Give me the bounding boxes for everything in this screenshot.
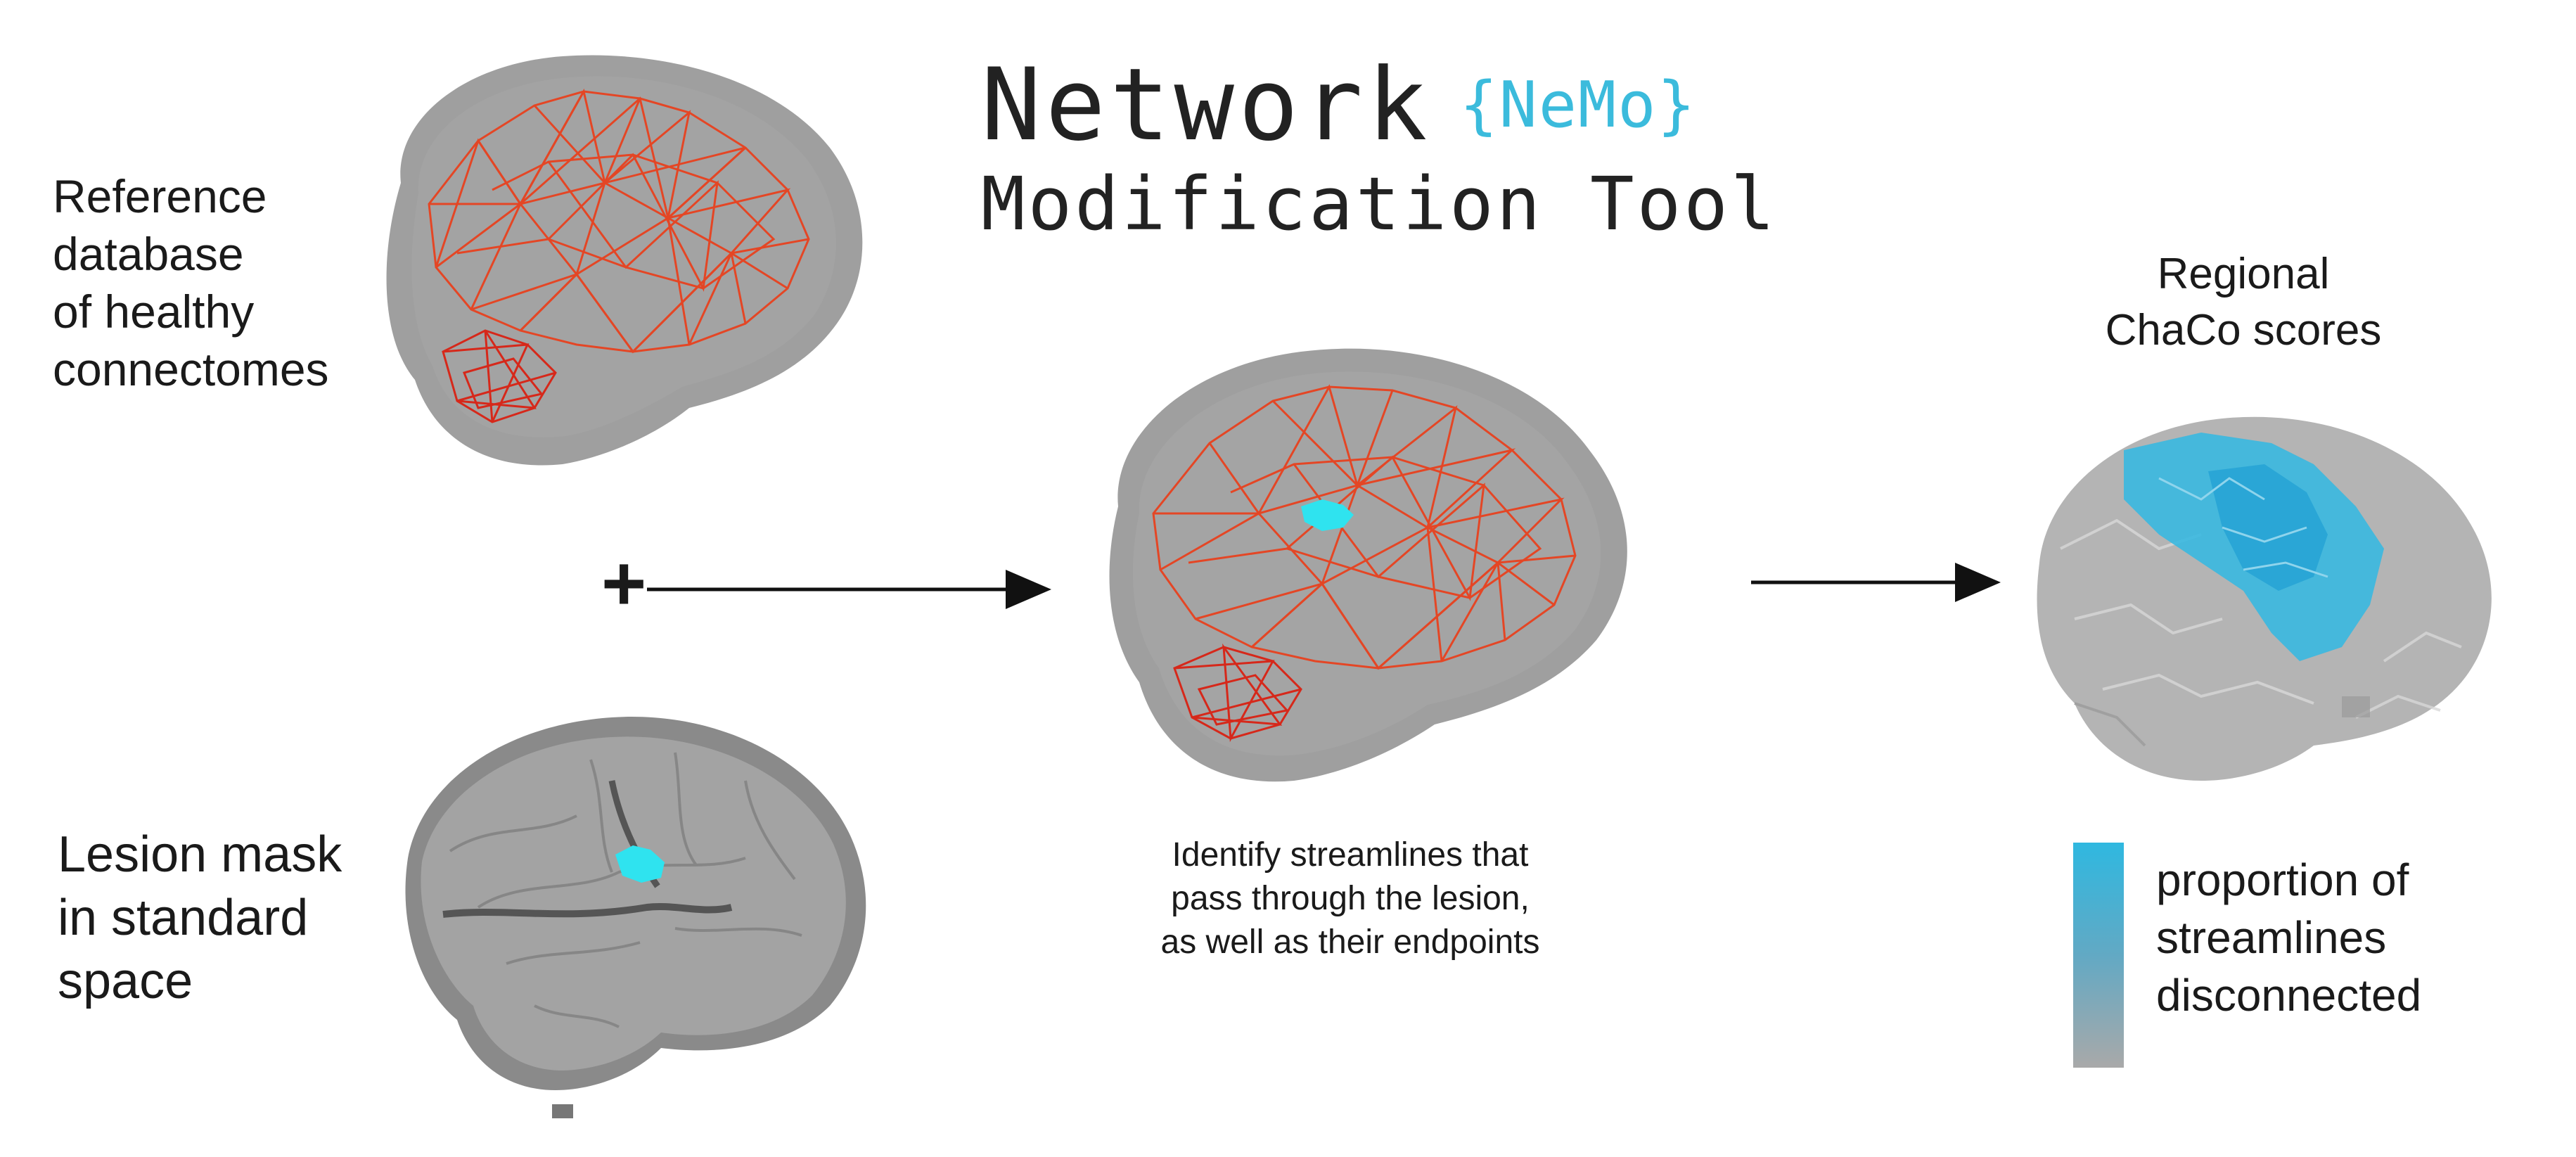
- connectome-brain-icon: [386, 55, 863, 466]
- title-subline: Modification Tool: [981, 161, 1778, 247]
- arrow-right-icon: [647, 570, 1051, 609]
- process-description: Identify streamlines that pass through t…: [1160, 836, 1540, 961]
- lesion-brain-icon: [405, 717, 866, 1118]
- title-word-network: Network: [981, 47, 1432, 163]
- chaco-heading: Regional ChaCo scores: [2105, 250, 2382, 354]
- chaco-brain-icon: [2037, 416, 2492, 781]
- plus-symbol: +: [601, 540, 647, 627]
- overlay-brain-icon: [1109, 348, 1627, 782]
- tool-title: Network {NeMo} Modification Tool: [981, 47, 1778, 247]
- reference-database-label: Reference database of healthy connectome…: [53, 170, 329, 395]
- lesion-mask-label: Lesion mask in standard space: [58, 826, 342, 1009]
- chaco-legend-bar: [2073, 843, 2124, 1068]
- legend-label: proportion of streamlines disconnected: [2156, 855, 2422, 1021]
- arrow-right-icon: [1751, 563, 2001, 602]
- title-accent-nemo: {NeMo}: [1459, 68, 1697, 142]
